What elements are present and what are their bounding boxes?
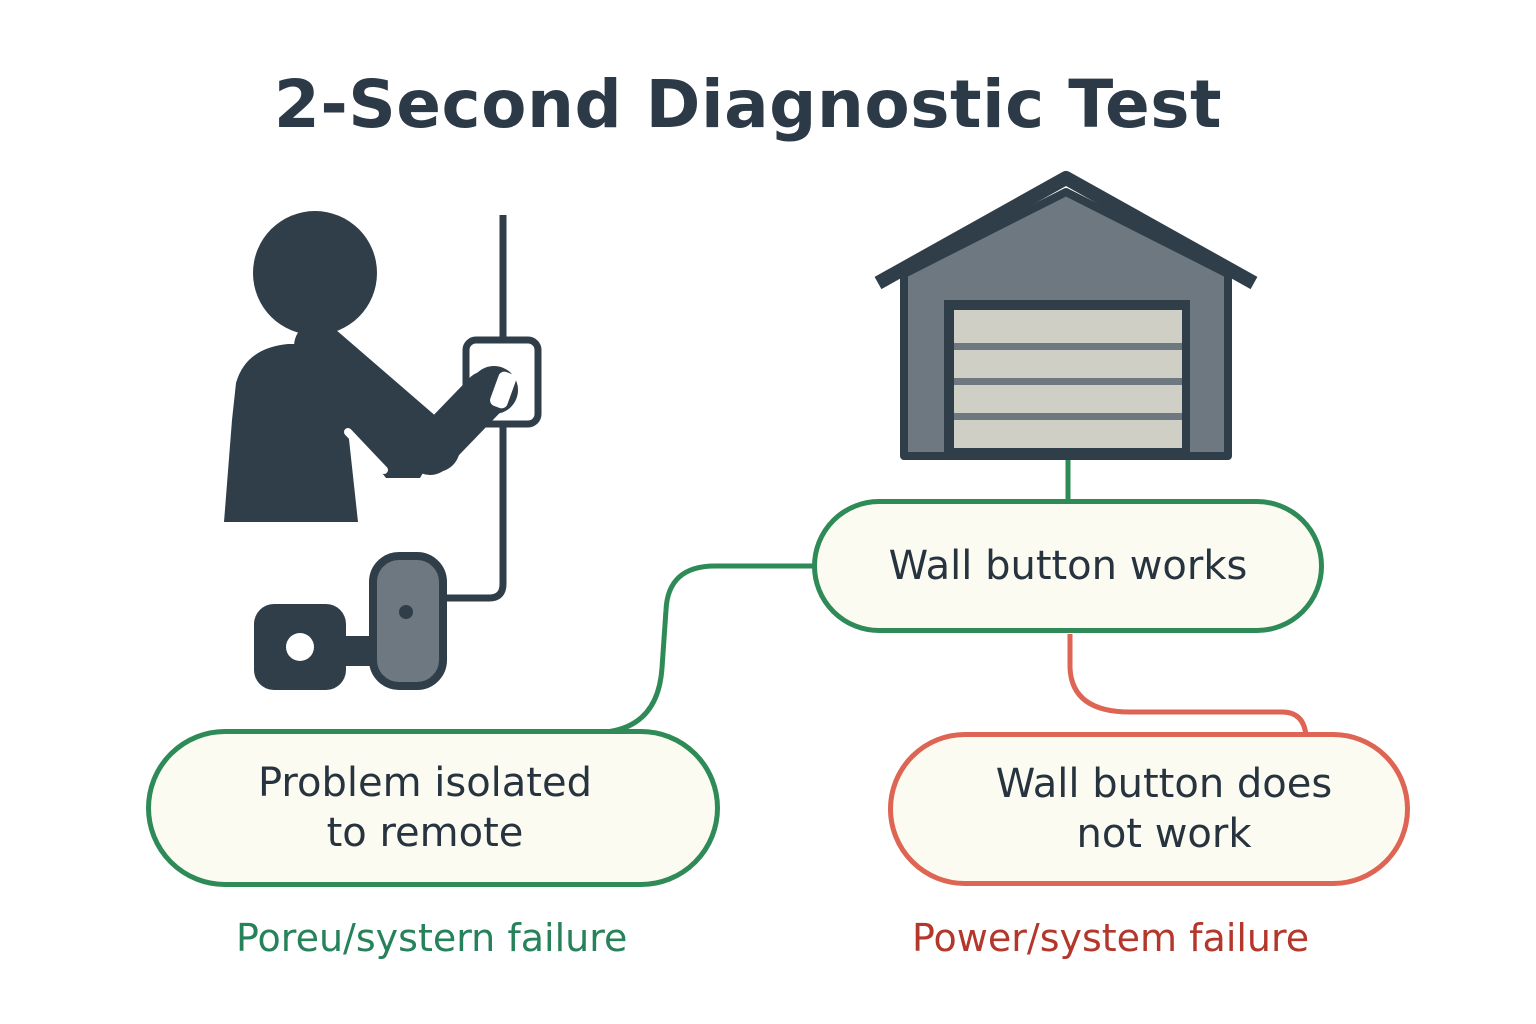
problem-isolated-line1: Problem isolated	[258, 760, 592, 806]
garage-opener-unit-icon	[254, 552, 447, 690]
wall-works-to-remote-connector	[605, 563, 815, 735]
wall-button-not-work-node: Wall button does not work	[888, 732, 1410, 886]
button-press	[490, 371, 516, 409]
right-caption: Power/system failure	[912, 916, 1310, 960]
opener-body	[369, 552, 447, 690]
problem-isolated-node: Problem isolated to remote	[146, 729, 720, 887]
person-body	[224, 344, 440, 522]
problem-isolated-line2: to remote	[326, 810, 524, 856]
wall-button-not-work-line1: Wall button does	[995, 761, 1333, 807]
connector-lines	[605, 458, 1309, 737]
person-pressing-wall-button-icon	[224, 211, 542, 602]
left-caption: Poreu/systern failure	[236, 916, 628, 960]
person-head	[253, 211, 377, 335]
page-title: 2-Second Diagnostic Test	[273, 66, 1223, 143]
wall-button-works-label: Wall button works	[888, 543, 1248, 589]
garage-icon	[874, 171, 1258, 460]
wall-works-to-not-work-connector	[1067, 634, 1309, 737]
garage-roof-outline	[874, 171, 1258, 290]
wall-button-not-work-line2: not work	[1076, 811, 1252, 857]
person-arm	[294, 322, 460, 472]
wire	[440, 215, 507, 602]
wall-button-works-node: Wall button works	[812, 499, 1324, 633]
